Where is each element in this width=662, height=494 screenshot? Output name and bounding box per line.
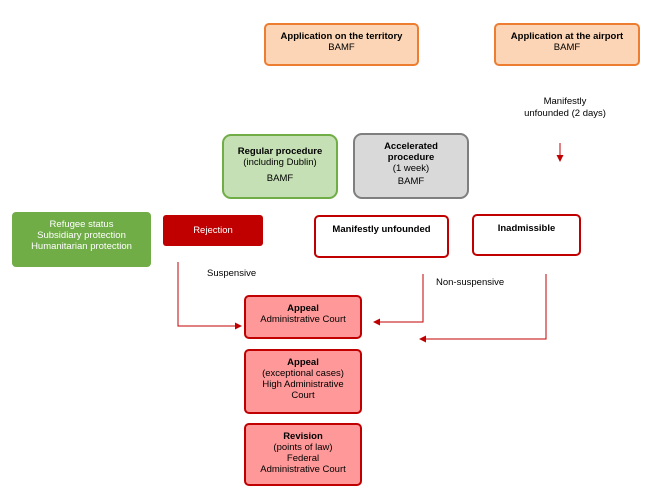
rejection-title: Rejection: [193, 225, 233, 236]
appeal2-title: Appeal: [287, 357, 319, 368]
airport-note: Manifestly unfounded (2 days): [505, 96, 625, 120]
inadmissible-title: Inadmissible: [497, 223, 556, 234]
application-airport-title: Application at the airport: [510, 31, 624, 42]
appeal2-court2: Court: [291, 390, 315, 401]
rejection-box: Rejection: [163, 215, 263, 246]
rejection-to-appeal-arrow: [177, 262, 242, 330]
revision-sub: (points of law): [273, 442, 333, 453]
protection-status-box: Refugee status Subsidiary protection Hum…: [12, 212, 151, 267]
revision-court1: Federal: [286, 453, 320, 464]
manifestly-unfounded-box: Manifestly unfounded: [314, 215, 449, 258]
protection-line3: Humanitarian protection: [31, 241, 132, 252]
application-territory-agency: BAMF: [328, 42, 355, 53]
application-airport-box: Application at the airport BAMF: [494, 23, 640, 66]
protection-line1: Refugee status: [49, 219, 114, 230]
appeal2-court1: High Administrative: [262, 379, 344, 390]
protection-line2: Subsidiary protection: [37, 230, 126, 241]
non-suspensive-label: Non-suspensive: [436, 277, 505, 288]
revision-court2: Administrative Court: [260, 464, 346, 475]
regular-procedure-box: Regular procedure (including Dublin) BAM…: [222, 134, 338, 199]
application-airport-agency: BAMF: [553, 42, 581, 53]
accelerated-title-line2: procedure: [387, 152, 435, 163]
appeal1-court: Administrative Court: [260, 314, 346, 325]
accelerated-sub: (1 week): [392, 163, 430, 174]
appeal2-sub: (exceptional cases): [262, 368, 344, 379]
revision-title: Revision: [283, 431, 323, 442]
accelerated-title-line1: Accelerated: [384, 141, 438, 152]
airport-note-line1: Manifestly: [543, 96, 587, 107]
manifestly-to-appeal-arrow: [373, 274, 424, 326]
accelerated-procedure-box: Accelerated procedure (1 week) BAMF: [353, 133, 469, 199]
regular-procedure-sub: (including Dublin): [243, 157, 317, 168]
appeal1-title: Appeal: [287, 303, 319, 314]
suspensive-label: Suspensive: [207, 268, 257, 279]
regular-procedure-agency: BAMF: [266, 173, 294, 184]
appeal-administrative-court-box: Appeal Administrative Court: [244, 295, 362, 339]
application-territory-title: Application on the territory: [280, 31, 403, 42]
accelerated-agency: BAMF: [397, 176, 425, 187]
appeal-high-court-box: Appeal (exceptional cases) High Administ…: [244, 349, 362, 414]
revision-box: Revision (points of law) Federal Adminis…: [244, 423, 362, 486]
inadmissible-to-appeal-arrow: [419, 274, 547, 343]
inadmissible-box: Inadmissible: [472, 214, 581, 256]
application-territory-box: Application on the territory BAMF: [264, 23, 419, 66]
manifestly-unfounded-title: Manifestly unfounded: [332, 224, 431, 235]
airport-note-line2: unfounded (2 days): [524, 108, 606, 119]
regular-procedure-title: Regular procedure: [237, 146, 323, 157]
